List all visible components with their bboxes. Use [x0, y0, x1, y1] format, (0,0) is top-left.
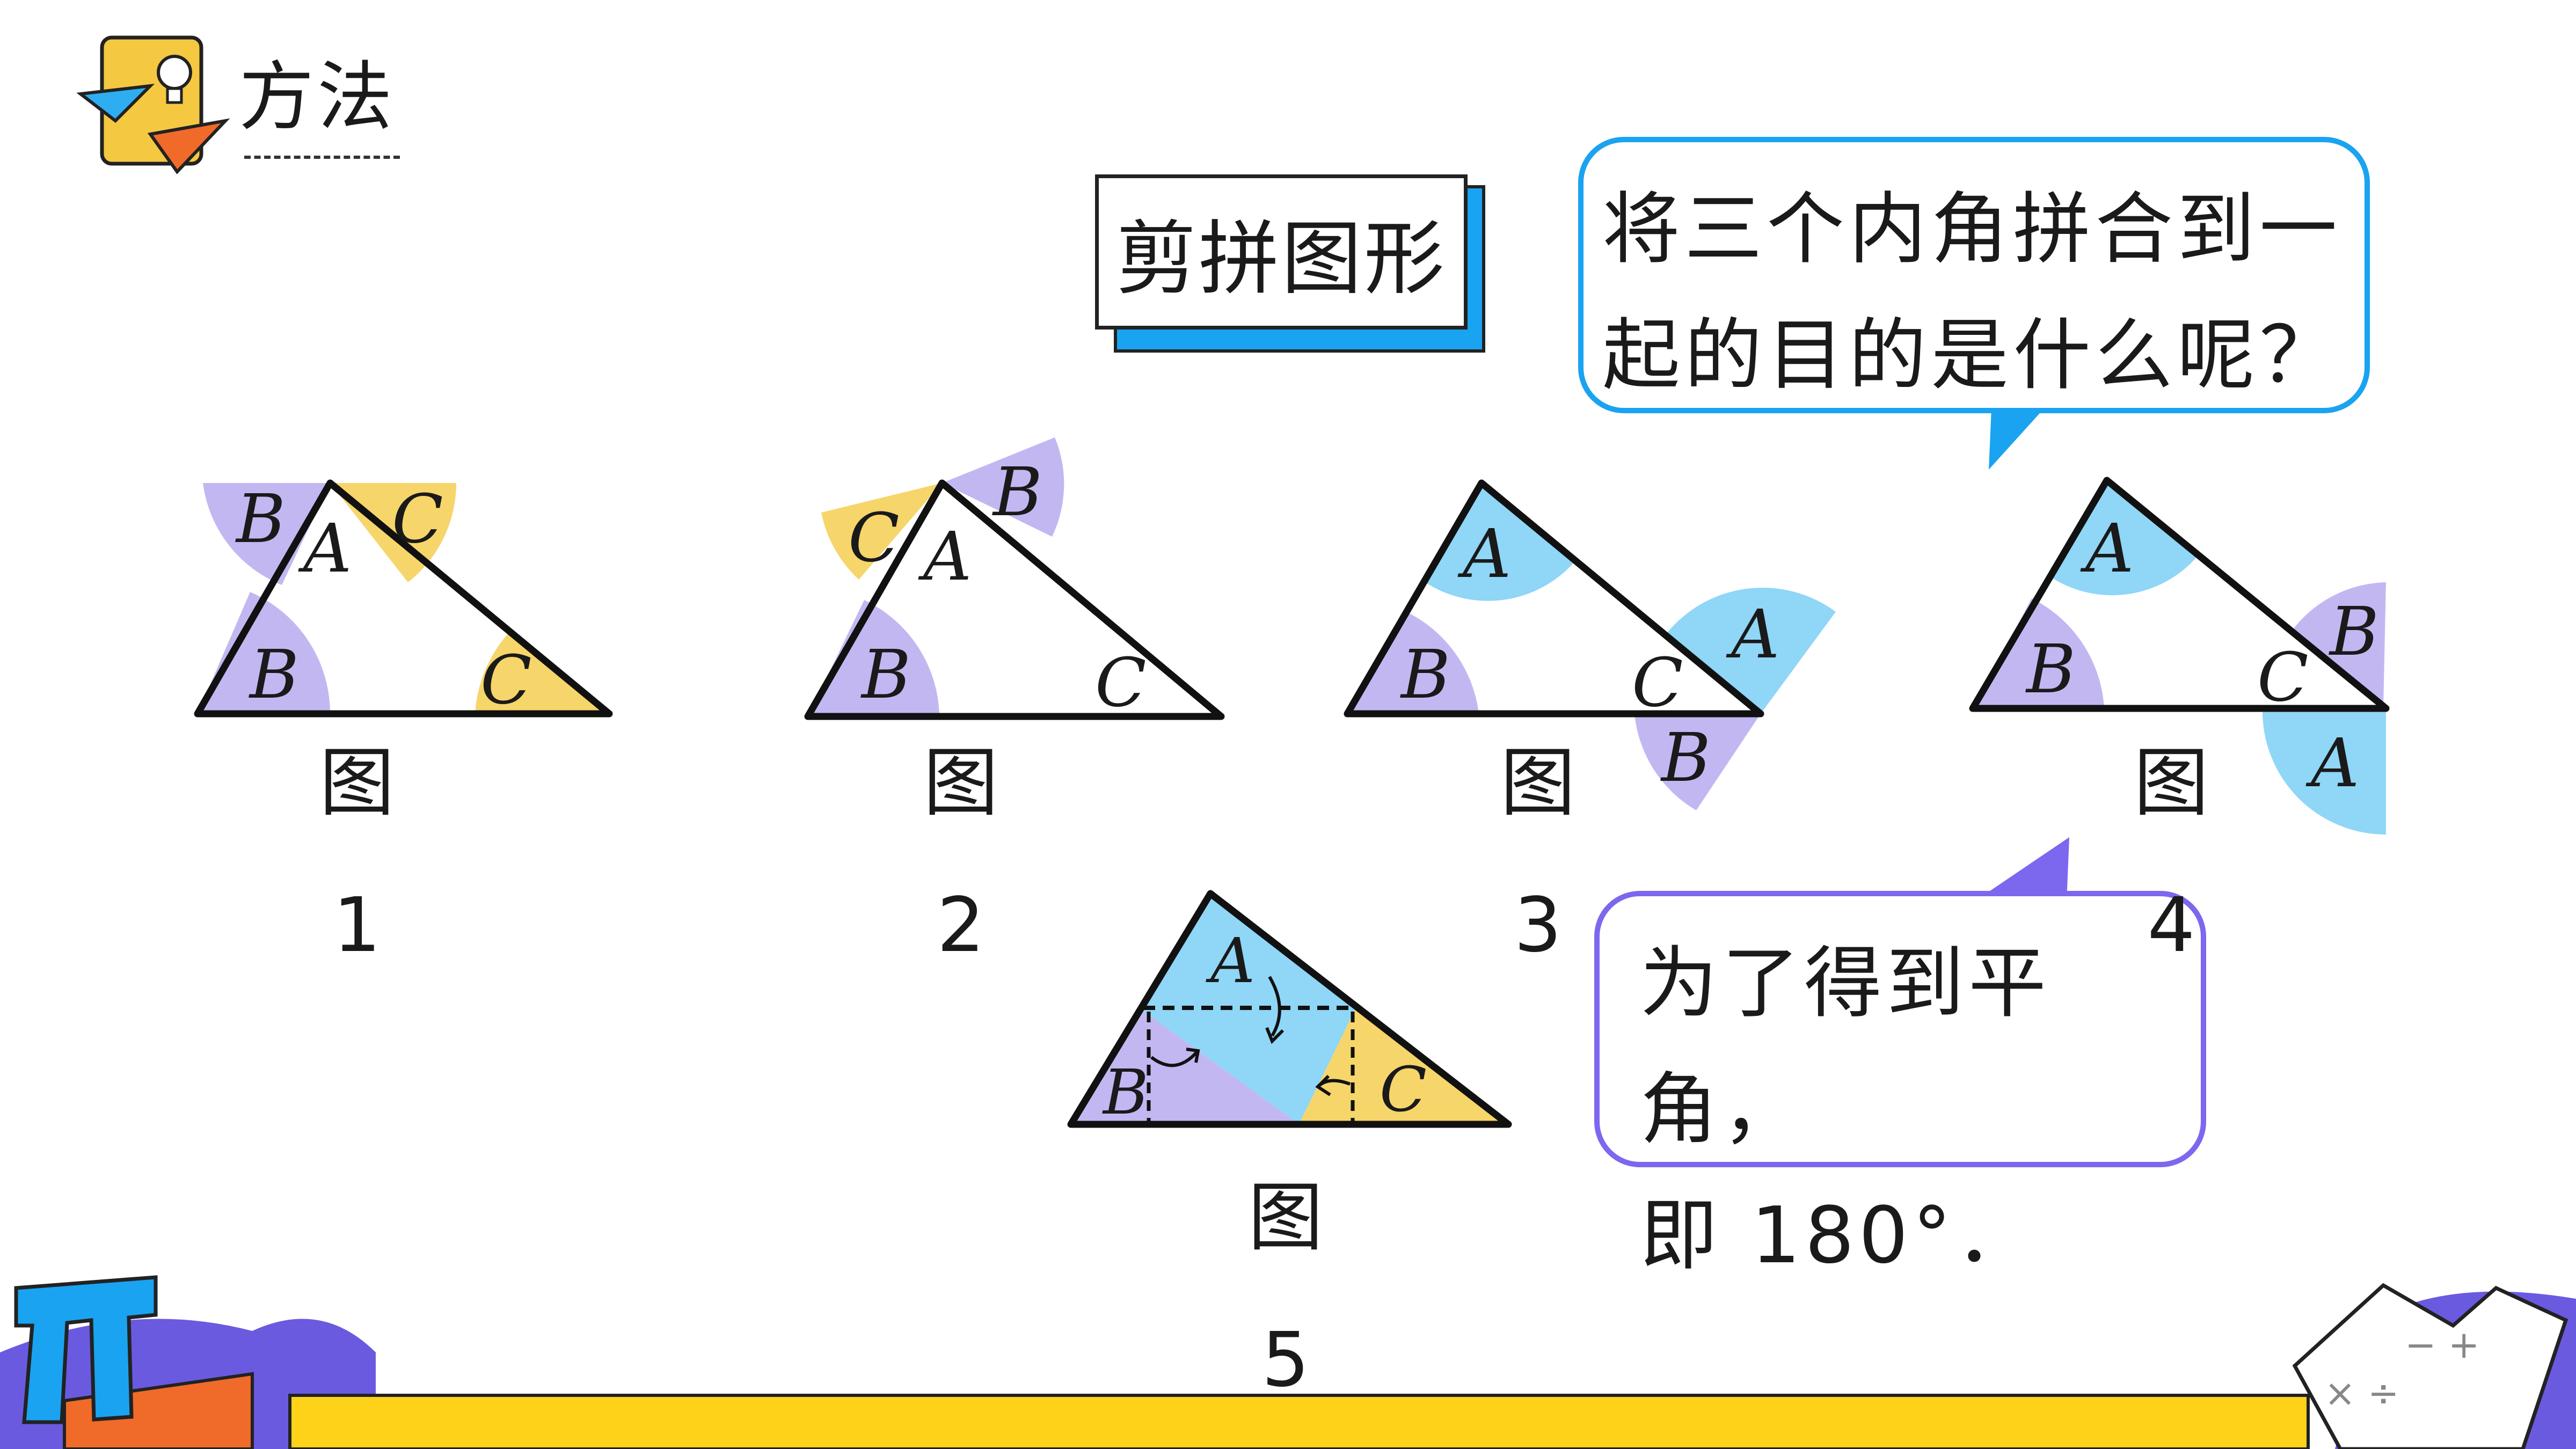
svg-text:− +: − + [2405, 1323, 2480, 1367]
label-b: B [249, 636, 299, 714]
figure-3-word: 图 [1500, 740, 1575, 827]
pi-icon [14, 1275, 158, 1424]
label-a: A [2080, 510, 2134, 588]
speech-bubble-question [1578, 137, 2370, 470]
answer-text: 为了得到平角， 即 180°． [1640, 920, 2203, 1299]
answer-line-1: 为了得到平角， [1640, 938, 2050, 1155]
label-a: A [2305, 724, 2359, 802]
figure-1-triangle: B C A B C [194, 479, 613, 719]
answer-line-2: 即 180°． [1640, 1190, 2038, 1281]
figure-5-number: 5 [1261, 1316, 1310, 1404]
lightbulb-paper-plane-icon [76, 35, 230, 174]
label-c: C [1380, 1054, 1427, 1126]
section-title: 方法 [239, 54, 396, 141]
figure-4-triangle: A B C B A [1969, 477, 2390, 835]
title-box: 剪拼图形 [1095, 174, 1468, 330]
label-a: A [1206, 925, 1255, 997]
question-text: 将三个内角拼合到一 起的目的是什么呢？ [1602, 166, 2375, 419]
label-b: B [2329, 593, 2379, 671]
label-b: B [860, 636, 911, 714]
label-c: C [1095, 644, 1147, 722]
label-b: B [1400, 636, 1450, 714]
figure-3-number: 3 [1514, 882, 1562, 969]
label-b: B [992, 453, 1042, 531]
label-a: A [1726, 596, 1779, 674]
question-line-1: 将三个内角拼合到一 [1602, 184, 2341, 275]
label-a: A [918, 518, 972, 596]
figure-2-number: 2 [937, 882, 985, 969]
label-b: B [1102, 1057, 1149, 1129]
figure-1-word: 图 [319, 740, 395, 827]
label-c: C [848, 499, 900, 577]
figure-2-word: 图 [923, 740, 998, 827]
label-a: A [298, 510, 352, 588]
label-c: C [1632, 644, 1683, 722]
figure-5-triangle: A B C [1067, 890, 1512, 1129]
label-b: B [235, 480, 286, 558]
label-a: A [1457, 515, 1511, 593]
label-b: B [1660, 719, 1711, 797]
label-b: B [2025, 631, 2076, 708]
open-book-icon: × ÷ − + [2292, 1283, 2568, 1449]
figure-5-word: 图 [1247, 1174, 1323, 1262]
figure-4-number: 4 [2147, 882, 2195, 969]
figure-1-number: 1 [333, 882, 381, 969]
label-c: C [2257, 639, 2309, 716]
figure-4-word: 图 [2133, 740, 2209, 827]
label-c: C [480, 641, 532, 719]
speech-bubble-answer [1594, 837, 2206, 1167]
question-line-2: 起的目的是什么呢？ [1602, 310, 2341, 401]
figure-2-triangle: C B A B C [804, 437, 1225, 722]
svg-text:× ÷: × ÷ [2324, 1371, 2399, 1415]
label-c: C [392, 480, 443, 558]
section-title-underline [244, 156, 400, 159]
figure-3-triangle: A B C A B [1344, 479, 1836, 810]
